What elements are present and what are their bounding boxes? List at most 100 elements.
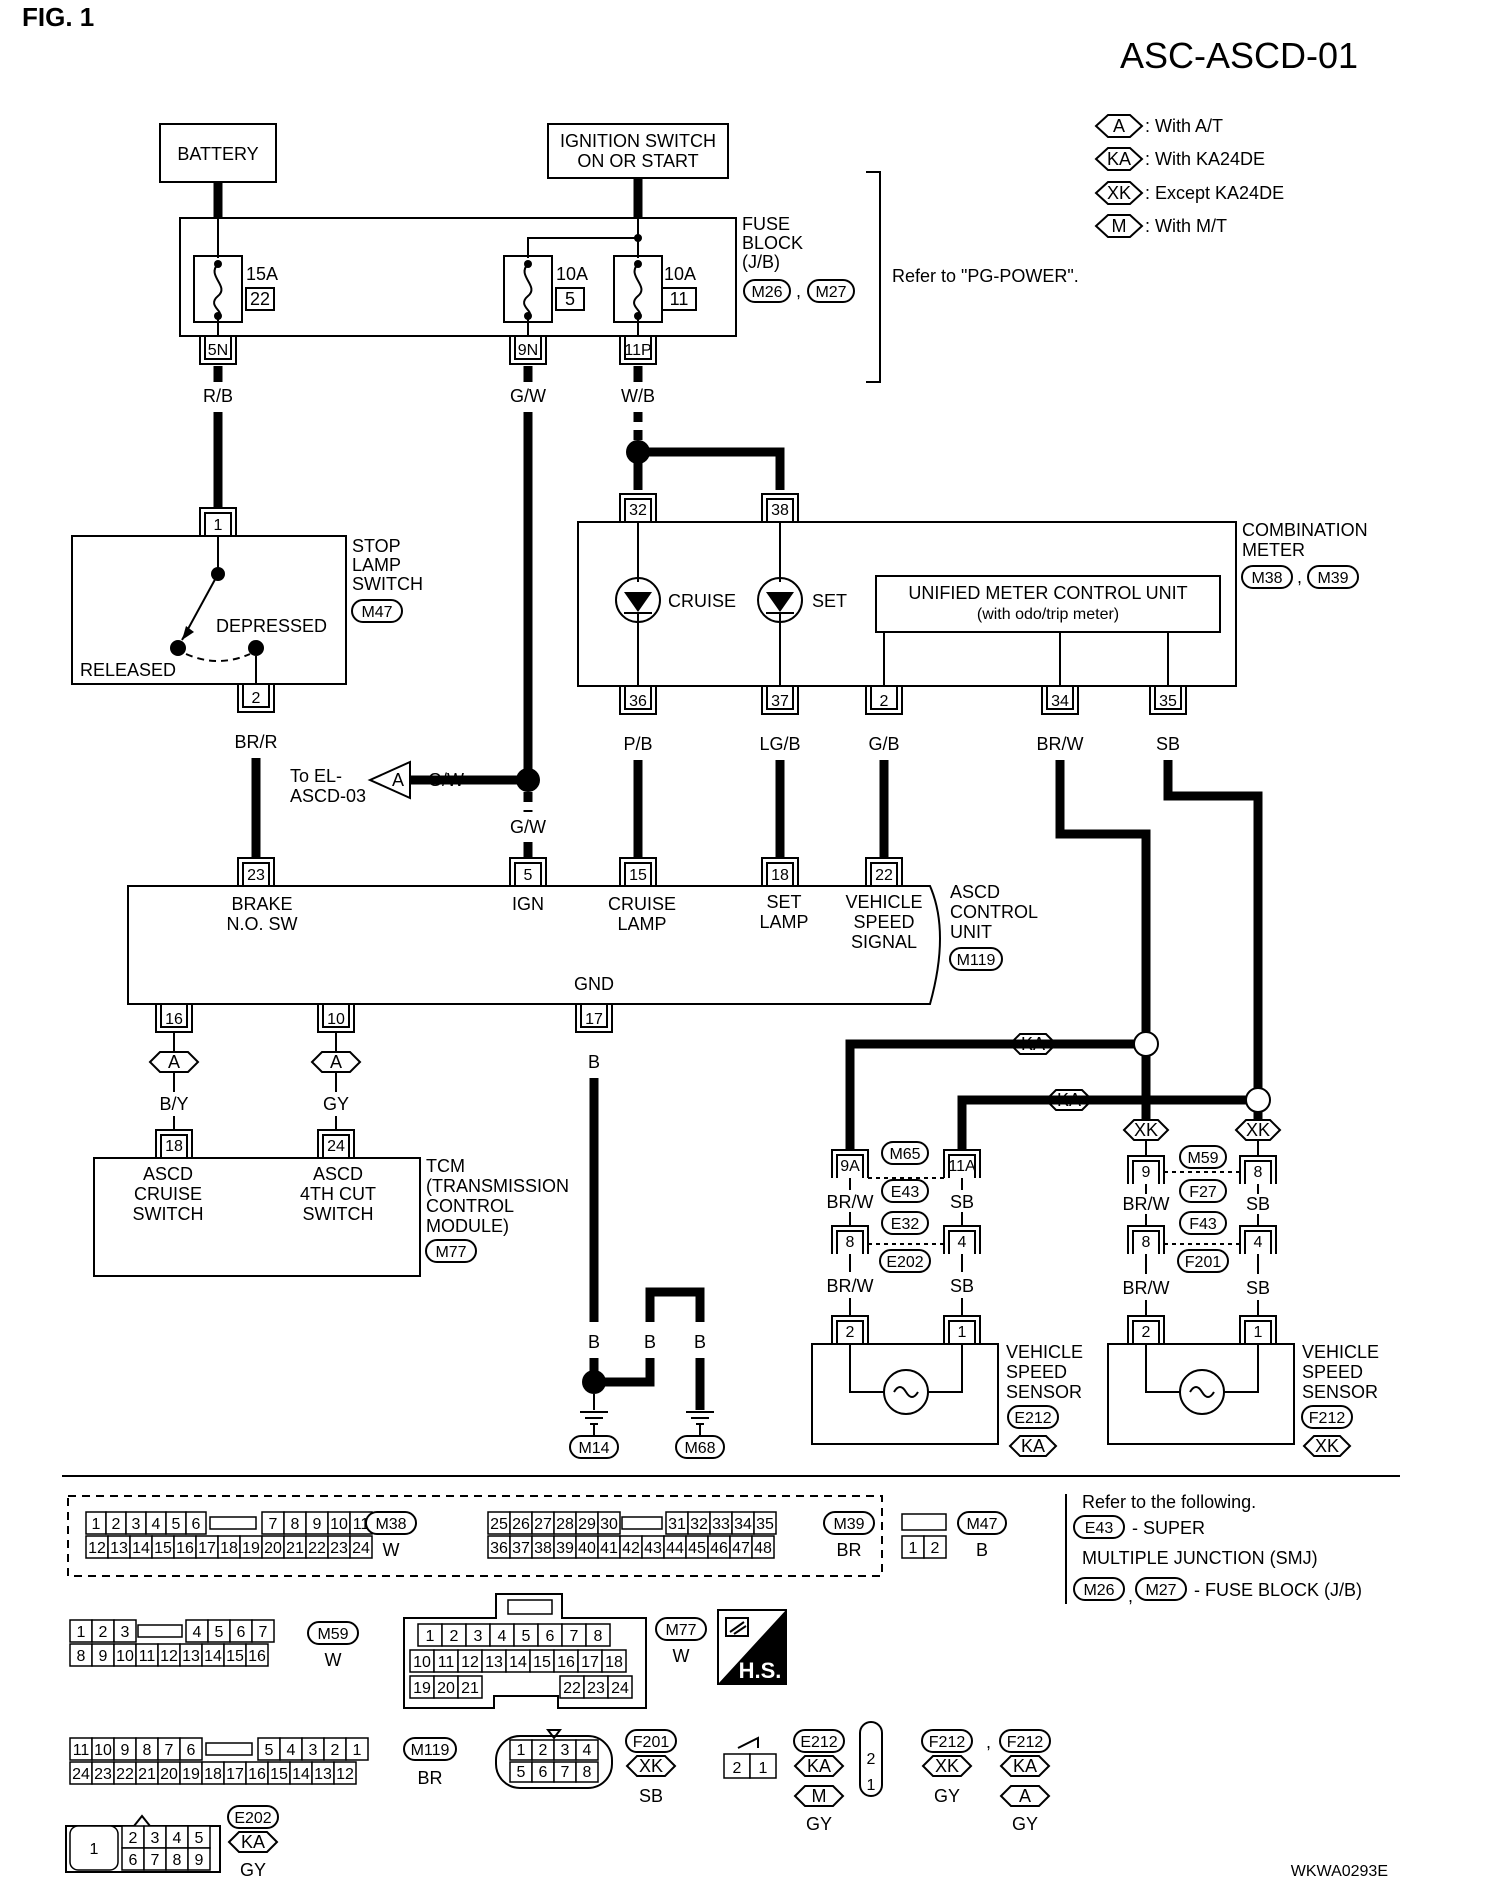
- stop-lamp-line1: STOP: [352, 536, 401, 556]
- pin-number: 8: [143, 1742, 152, 1759]
- ascd-line2: CONTROL: [950, 902, 1038, 922]
- input-label-2: N.O. SW: [227, 914, 298, 934]
- option-code: XK: [1134, 1120, 1158, 1140]
- ignition-switch: IGNITION SWITCH ON OR START: [547, 123, 729, 179]
- fuse-number: 5: [565, 289, 575, 309]
- wire-rb: R/B: [203, 386, 233, 406]
- pin-number: 6: [539, 1764, 548, 1781]
- wire-label: G/B: [868, 734, 899, 754]
- connector-view-m119-oval: [403, 1737, 457, 1761]
- connector-option: XK: [935, 1756, 959, 1776]
- connector-option: A: [1019, 1786, 1031, 1806]
- pin-number: 22: [563, 1680, 581, 1697]
- pin-label: 24: [327, 1138, 345, 1155]
- pin-number: 45: [688, 1540, 706, 1557]
- pin-number: 37: [512, 1540, 530, 1557]
- terminal-9n: 9N: [509, 335, 547, 365]
- pin-label: 22: [875, 867, 893, 884]
- ascd-pin-10: 10: [317, 1003, 355, 1033]
- option-code: XK: [1246, 1120, 1270, 1140]
- connector-e32: E32: [891, 1216, 920, 1233]
- pin-label: 17: [585, 1011, 603, 1028]
- pin-label: 1: [1254, 1324, 1263, 1341]
- pin-number: 2: [539, 1742, 548, 1759]
- ground-wire-label: B: [694, 1332, 706, 1352]
- pin-number: 19: [182, 1766, 200, 1783]
- wire-label: SB: [950, 1192, 974, 1212]
- connector-view-e212: E212: [800, 1734, 837, 1751]
- pin-number: 18: [204, 1766, 222, 1783]
- pin-number: 10: [330, 1516, 348, 1533]
- pin-number: 26: [512, 1516, 530, 1533]
- fuse-block-line1: FUSE: [742, 214, 790, 234]
- pin-number: 6: [546, 1628, 555, 1645]
- meter-pin-35: 35 SB: [1149, 685, 1187, 754]
- switch-label-3: SWITCH: [133, 1204, 204, 1224]
- pin-cell: [607, 1675, 633, 1699]
- pin-number: 4: [287, 1742, 296, 1759]
- pin-number: 2: [129, 1830, 138, 1847]
- pin-number: 15: [226, 1648, 244, 1665]
- pin-number: 3: [561, 1742, 570, 1759]
- option-code: XK: [1315, 1436, 1339, 1456]
- connector-m77-housing: [403, 1593, 647, 1709]
- connector-view-m77: M77: [665, 1622, 696, 1639]
- pin-cell: [457, 1675, 483, 1699]
- tcm-line4: MODULE): [426, 1216, 509, 1236]
- connector-f201-key: [546, 1729, 562, 1740]
- fuse-amp: 15A: [246, 264, 278, 284]
- legend-code: A: [1113, 116, 1125, 136]
- fuse-amp: 10A: [556, 264, 588, 284]
- pin-number: 7: [570, 1628, 579, 1645]
- vehicle-speed-sensor-ka: 2 1 VEHICLE SPEED SENSOR E212 KA: [811, 1315, 1083, 1457]
- pin-number: 14: [292, 1766, 310, 1783]
- connector-m39: M39: [1317, 570, 1348, 587]
- pin-label: 16: [165, 1011, 183, 1028]
- fuse-number: 11: [670, 289, 689, 309]
- pin-number: 9: [313, 1516, 322, 1533]
- connector-view-m119: M119: [411, 1742, 450, 1759]
- pin-number: 28: [556, 1516, 574, 1533]
- connector-m26: M26: [751, 284, 782, 301]
- pin-number: 20: [264, 1540, 282, 1557]
- sensor-label-3: SENSOR: [1006, 1382, 1082, 1402]
- ascd-line3: UNIT: [950, 922, 992, 942]
- pin-number: 7: [269, 1516, 278, 1533]
- pin-number: 20: [160, 1766, 178, 1783]
- connector-view-m77-oval: [655, 1617, 707, 1641]
- refer-text2: MULTIPLE JUNCTION (SMJ): [1082, 1548, 1318, 1568]
- pin-number: 12: [461, 1654, 479, 1671]
- pin-number: 33: [712, 1516, 730, 1533]
- pin-cell: [575, 1739, 599, 1761]
- connector-view-m38: M38: [375, 1516, 406, 1533]
- pin-number: 8: [77, 1648, 86, 1665]
- connector-view-f212: F212: [929, 1734, 966, 1751]
- wire-label: BR/W: [1123, 1194, 1170, 1214]
- pin-number: 7: [165, 1742, 174, 1759]
- terminal-label: 9N: [518, 342, 538, 359]
- pin-number: 38: [534, 1540, 552, 1557]
- pin-number: 5: [215, 1624, 224, 1641]
- pin-number: 5: [265, 1742, 274, 1759]
- pin-number: 48: [754, 1540, 772, 1557]
- connector-color: W: [383, 1540, 400, 1560]
- pin-number: 2: [112, 1516, 121, 1533]
- connector-e212: E212: [1014, 1410, 1051, 1427]
- pin-label: 38: [771, 502, 789, 519]
- pin-number: 16: [557, 1654, 575, 1671]
- unified-meter-control-unit: UNIFIED METER CONTROL UNIT (with odo/tri…: [875, 575, 1221, 633]
- connector-e202: E202: [886, 1254, 923, 1271]
- pin-number: 5: [517, 1764, 526, 1781]
- to-el-ascd-03: A G/W To EL- ASCD-03: [290, 760, 464, 806]
- pin-cell: [751, 1535, 775, 1559]
- pin-number: 2: [450, 1628, 459, 1645]
- pin-number: 4: [152, 1516, 161, 1533]
- input-label-2: SPEED: [853, 912, 914, 932]
- pin-number: 4: [583, 1742, 592, 1759]
- meter-pin-34: 34 BR/W: [1037, 685, 1084, 754]
- pin-number: 34: [734, 1516, 752, 1533]
- connector-view-e212-oval: [793, 1729, 845, 1753]
- meter-line1: COMBINATION: [1242, 520, 1368, 540]
- wire-label: SB: [950, 1276, 974, 1296]
- connector-view-f212-oval: [999, 1729, 1051, 1753]
